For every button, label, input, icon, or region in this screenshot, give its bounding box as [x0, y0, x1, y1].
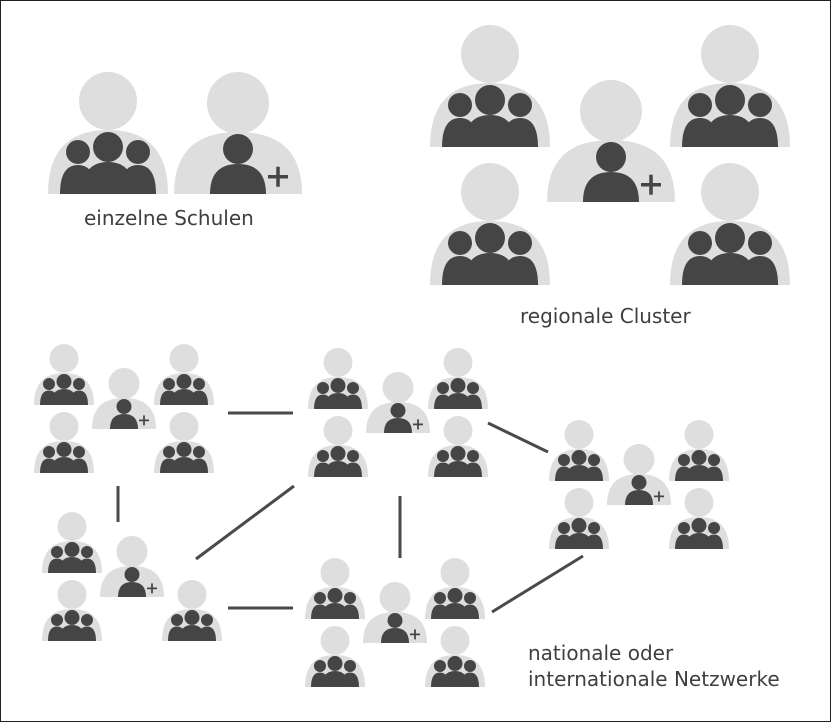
school-group-icon — [305, 626, 365, 687]
school-group-icon — [48, 72, 168, 194]
connector-line — [491, 554, 584, 614]
label-networks: nationale oder internationale Netzwerke — [528, 640, 780, 692]
school-group-icon — [308, 416, 368, 477]
plus-icon — [641, 174, 661, 195]
plus-icon — [139, 415, 149, 426]
plus-icon — [147, 583, 157, 594]
school-group-icon — [34, 344, 94, 405]
school-add-icon — [547, 80, 675, 202]
school-group-icon — [154, 344, 214, 405]
connector-line — [487, 421, 549, 454]
plus-icon — [654, 491, 664, 502]
school-group-icon — [430, 163, 550, 285]
school-group-icon — [670, 25, 790, 147]
school-group-icon — [425, 626, 485, 687]
label-networks-line1: nationale oder — [528, 641, 674, 665]
school-add-icon — [607, 444, 671, 505]
school-group-icon — [305, 558, 365, 619]
school-group-icon — [308, 348, 368, 409]
school-group-icon — [34, 412, 94, 473]
school-add-icon — [92, 368, 156, 429]
school-group-icon — [669, 420, 729, 481]
school-group-icon — [162, 580, 222, 641]
school-group-icon — [42, 512, 102, 573]
plus-icon — [410, 629, 420, 640]
school-add-icon — [363, 582, 427, 643]
label-networks-line2: internationale Netzwerke — [528, 667, 780, 691]
plus-icon — [268, 166, 288, 187]
school-group-icon — [549, 420, 609, 481]
school-group-icon — [670, 163, 790, 285]
plus-icon — [413, 419, 423, 430]
school-add-icon — [366, 372, 430, 433]
school-group-icon — [430, 25, 550, 147]
label-single-schools: einzelne Schulen — [84, 206, 254, 230]
school-group-icon — [154, 412, 214, 473]
label-regional-cluster: regionale Cluster — [520, 304, 691, 328]
school-add-icon — [100, 536, 164, 597]
school-group-icon — [425, 558, 485, 619]
school-group-icon — [42, 580, 102, 641]
school-group-icon — [428, 416, 488, 477]
connector-line — [195, 484, 295, 561]
school-group-icon — [428, 348, 488, 409]
school-group-icon — [669, 488, 729, 549]
school-add-icon — [174, 72, 302, 194]
school-group-icon — [549, 488, 609, 549]
